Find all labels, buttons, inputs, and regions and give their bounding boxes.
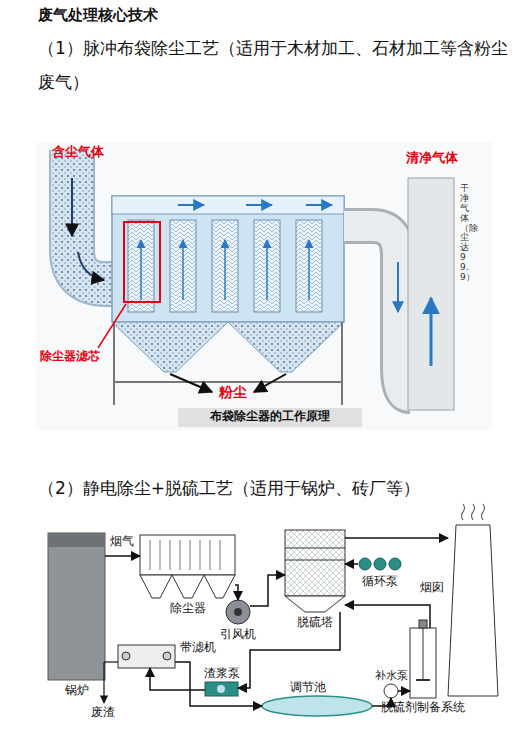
part-label: 除尘器滤芯	[40, 349, 100, 364]
reagent-system: 脱硫剂制备系统	[410, 628, 436, 698]
section-heading: （1）脉冲布袋除尘工艺（适用于木材加工、石材加工等含粉尘废气）	[38, 31, 510, 99]
equipment-label: 渣浆泵	[204, 666, 240, 680]
output-label: 废渣	[91, 705, 115, 720]
pipe-connector	[345, 605, 430, 628]
equipment-label: 除尘器	[170, 601, 206, 615]
vertical-note: 干净气体（除尘达99.9）	[460, 184, 469, 283]
belt-filter: 带滤机	[118, 645, 175, 668]
boiler: 锅炉	[48, 533, 105, 680]
equipment-label: 调节池	[290, 680, 326, 694]
equipment-label: 循环泵	[362, 574, 398, 588]
equipment-label: 脱硫剂制备系统	[381, 701, 465, 715]
desulfurization-tower: 脱硫塔	[285, 530, 345, 612]
regulating-tank: 调节池	[262, 696, 372, 716]
section-heading: （2）静电除尘+脱硫工艺（适用于锅炉、砖厂等）	[38, 473, 510, 503]
equipment-label: 引风机	[220, 627, 256, 641]
pipe-connector	[398, 690, 410, 692]
circulation-pump: 循环泵	[358, 557, 402, 571]
equipment-label: 脱硫塔	[297, 615, 333, 629]
pipe-connector	[175, 662, 262, 706]
chimney: 烟囱	[448, 525, 498, 696]
equipment-label: 补水泵	[375, 669, 408, 682]
flow-label: 含尘气体	[52, 144, 104, 160]
induced-fan: 引风机	[226, 600, 250, 624]
makeup-pump: 补水泵	[384, 684, 398, 698]
pipe-connector	[105, 555, 140, 557]
pipe-connector	[235, 585, 238, 600]
edge-label: 烟气	[109, 534, 135, 548]
pipe-connector	[238, 612, 340, 688]
page-title: 废气处理核心技术	[38, 6, 158, 25]
equipment-label: 烟囱	[420, 580, 444, 594]
slurry-pump: 渣浆泵	[205, 682, 238, 696]
equipment-label: 锅炉	[65, 683, 89, 697]
flow-label: 清净气体	[406, 150, 458, 166]
dust-collector: 除尘器	[140, 535, 235, 598]
pipe-connector	[150, 668, 205, 690]
pipe-connector	[345, 563, 358, 565]
part-label: 粉尘	[219, 384, 247, 402]
figure-caption: 布袋除尘器的工作原理	[178, 409, 362, 424]
pipe-connector	[250, 575, 285, 606]
pipe-connector	[345, 537, 448, 539]
equipment-label: 带滤机	[180, 640, 216, 654]
